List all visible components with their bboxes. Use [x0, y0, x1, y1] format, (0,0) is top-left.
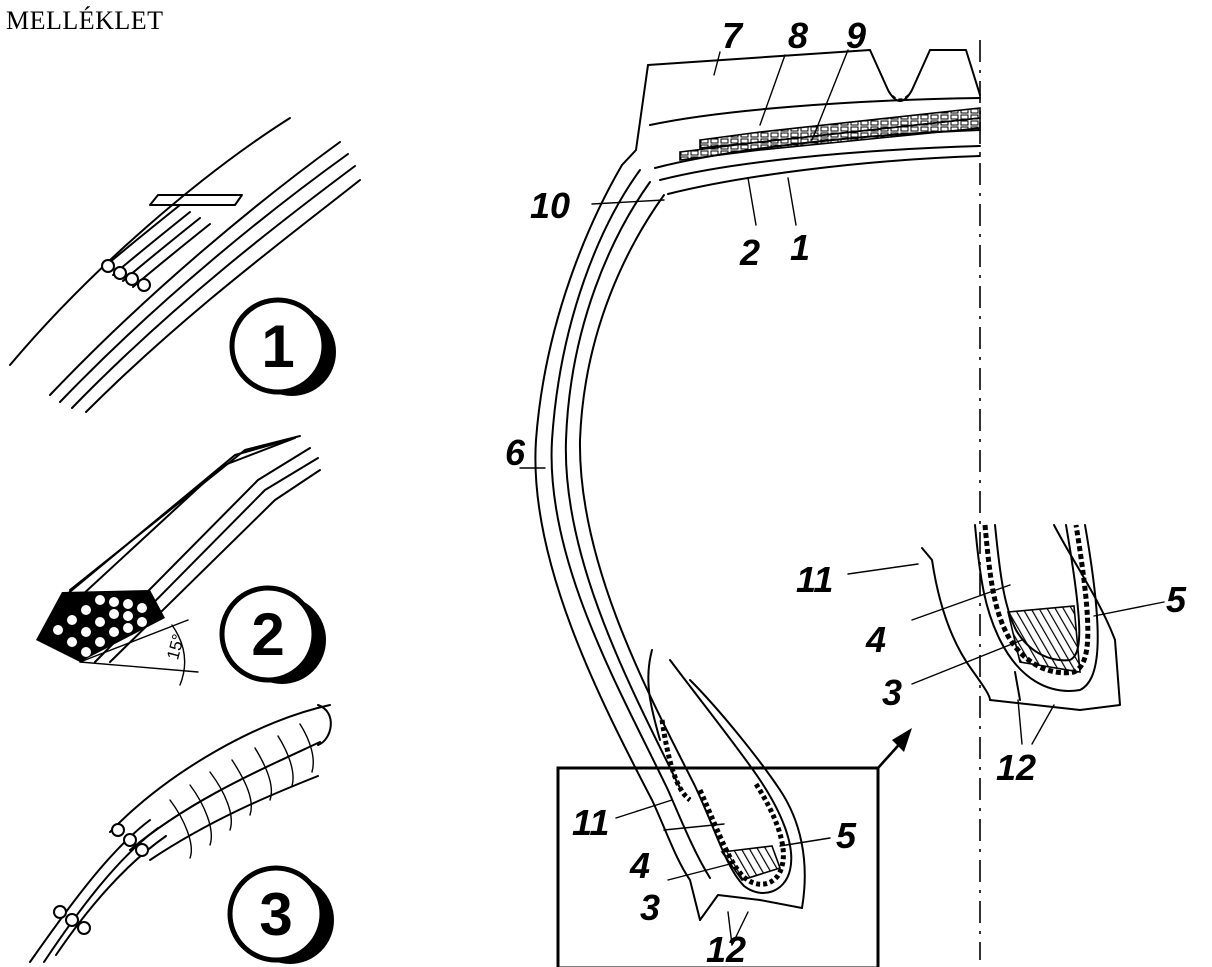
bead-inset-frame [556, 766, 880, 967]
cord-badge-1-number: 1 [261, 313, 294, 380]
label-bead-11: 11 [572, 802, 609, 843]
cord-badge-2-number: 2 [251, 601, 284, 668]
label-6: 6 [505, 432, 526, 473]
cord-illustration-3 [29, 704, 332, 963]
label-2: 2 [739, 232, 760, 273]
zoom-arrow [876, 728, 912, 770]
cord-badge-1: 1 [229, 297, 336, 396]
label-bead-5: 5 [836, 815, 857, 856]
label-bead-12: 12 [706, 929, 746, 967]
cord-illustration-2: 15° [36, 435, 321, 686]
cord-illustration-1 [9, 117, 361, 413]
label-detail-11: 11 [796, 559, 833, 600]
cord-badge-3-number: 3 [259, 881, 292, 948]
label-detail-5: 5 [1166, 579, 1187, 620]
cord-badge-2: 2 [219, 585, 326, 684]
page-title: MELLÉKLET [6, 6, 164, 35]
label-1: 1 [790, 227, 810, 268]
label-9: 9 [846, 15, 866, 56]
leader-lines [519, 49, 1165, 946]
label-detail-3: 3 [882, 672, 902, 713]
label-8: 8 [788, 15, 808, 56]
label-detail-4: 4 [865, 619, 886, 660]
label-7: 7 [722, 15, 744, 56]
part-labels: 7 8 9 10 2 1 6 11 4 5 3 12 11 4 5 3 12 [505, 15, 1187, 967]
label-detail-12: 12 [996, 747, 1036, 788]
label-10: 10 [530, 185, 570, 226]
bead-detail-enlarged [921, 524, 1121, 711]
label-bead-3: 3 [640, 887, 660, 928]
cord-badge-3: 3 [227, 865, 334, 964]
label-bead-4: 4 [629, 845, 650, 886]
tyre-cross-section [534, 40, 981, 960]
